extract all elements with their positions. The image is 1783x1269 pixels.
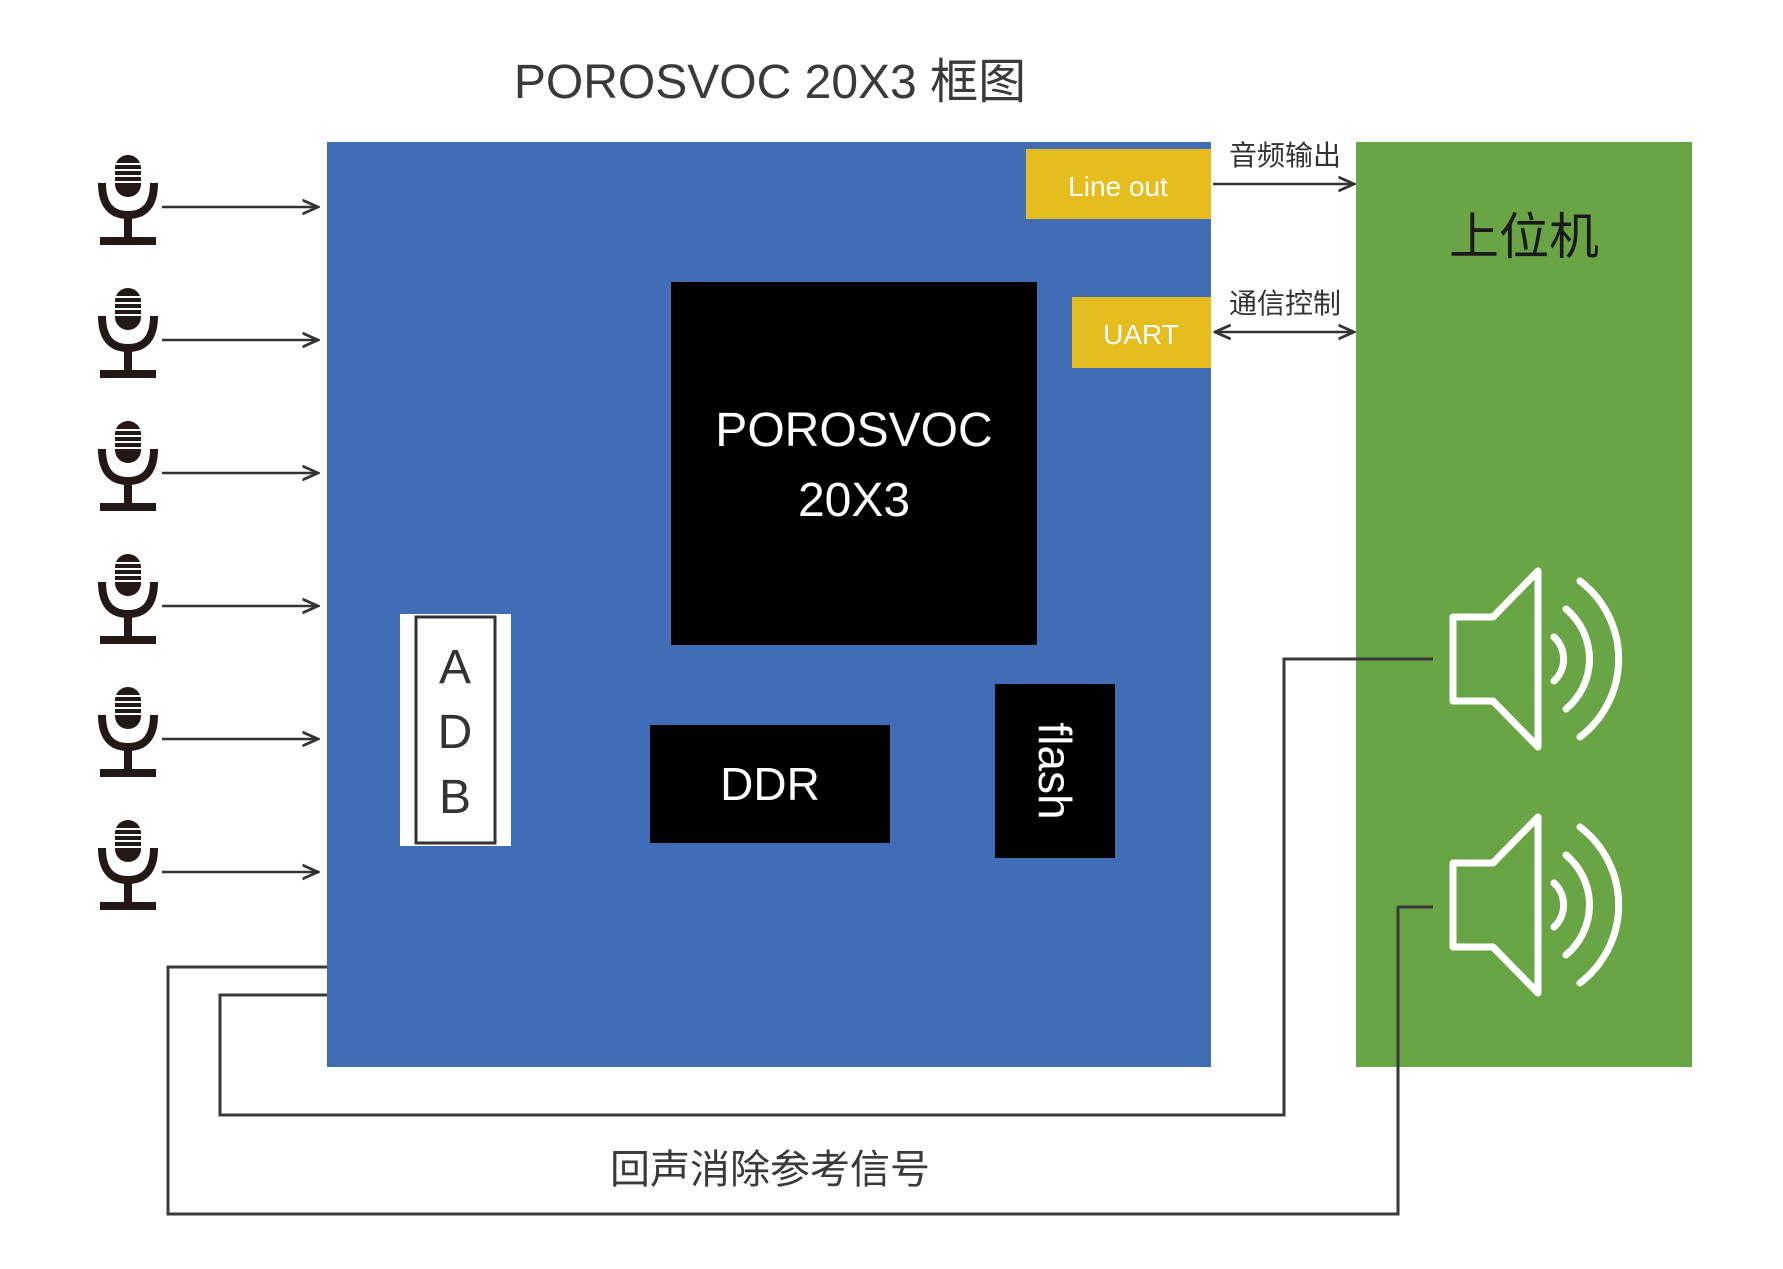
echo-ref-line-2 [166,905,1433,1216]
uart-label: UART [1103,319,1179,350]
microphone-icon [100,155,156,245]
adb-letter-b: B [439,771,471,824]
microphone-icon [100,288,156,378]
main-chip [671,282,1037,645]
main-chip-label-line1: POROSVOC [715,404,992,457]
adb-connector-inner [414,615,497,845]
host-label: 上位机 [1449,209,1599,265]
host-panel [1356,142,1692,1067]
line-out-port [1026,149,1211,219]
adb-letter-d: D [438,706,473,759]
microphone-array [100,155,318,910]
adb-letter-a: A [439,641,471,694]
main-chip-label-line2: 20X3 [798,474,910,527]
flash-label: flash [1029,722,1081,819]
audio-out-label: 音频输出 [1229,140,1341,171]
microphone-icon [100,820,156,910]
microphone-icon [100,421,156,511]
ddr-label: DDR [720,758,820,810]
echo-ref-label: 回声消除参考信号 [610,1148,930,1192]
ddr-chip [650,725,890,843]
diagram-title: POROSVOC 20X3 框图 [514,56,1026,109]
line-out-label: Line out [1068,171,1168,202]
microphone-icon [100,687,156,777]
uart-port [1072,297,1211,368]
microphone-icon [100,554,156,644]
flash-chip [995,684,1115,858]
echo-ref-line-inner [218,657,1433,1117]
comm-control-label: 通信控制 [1229,288,1341,319]
